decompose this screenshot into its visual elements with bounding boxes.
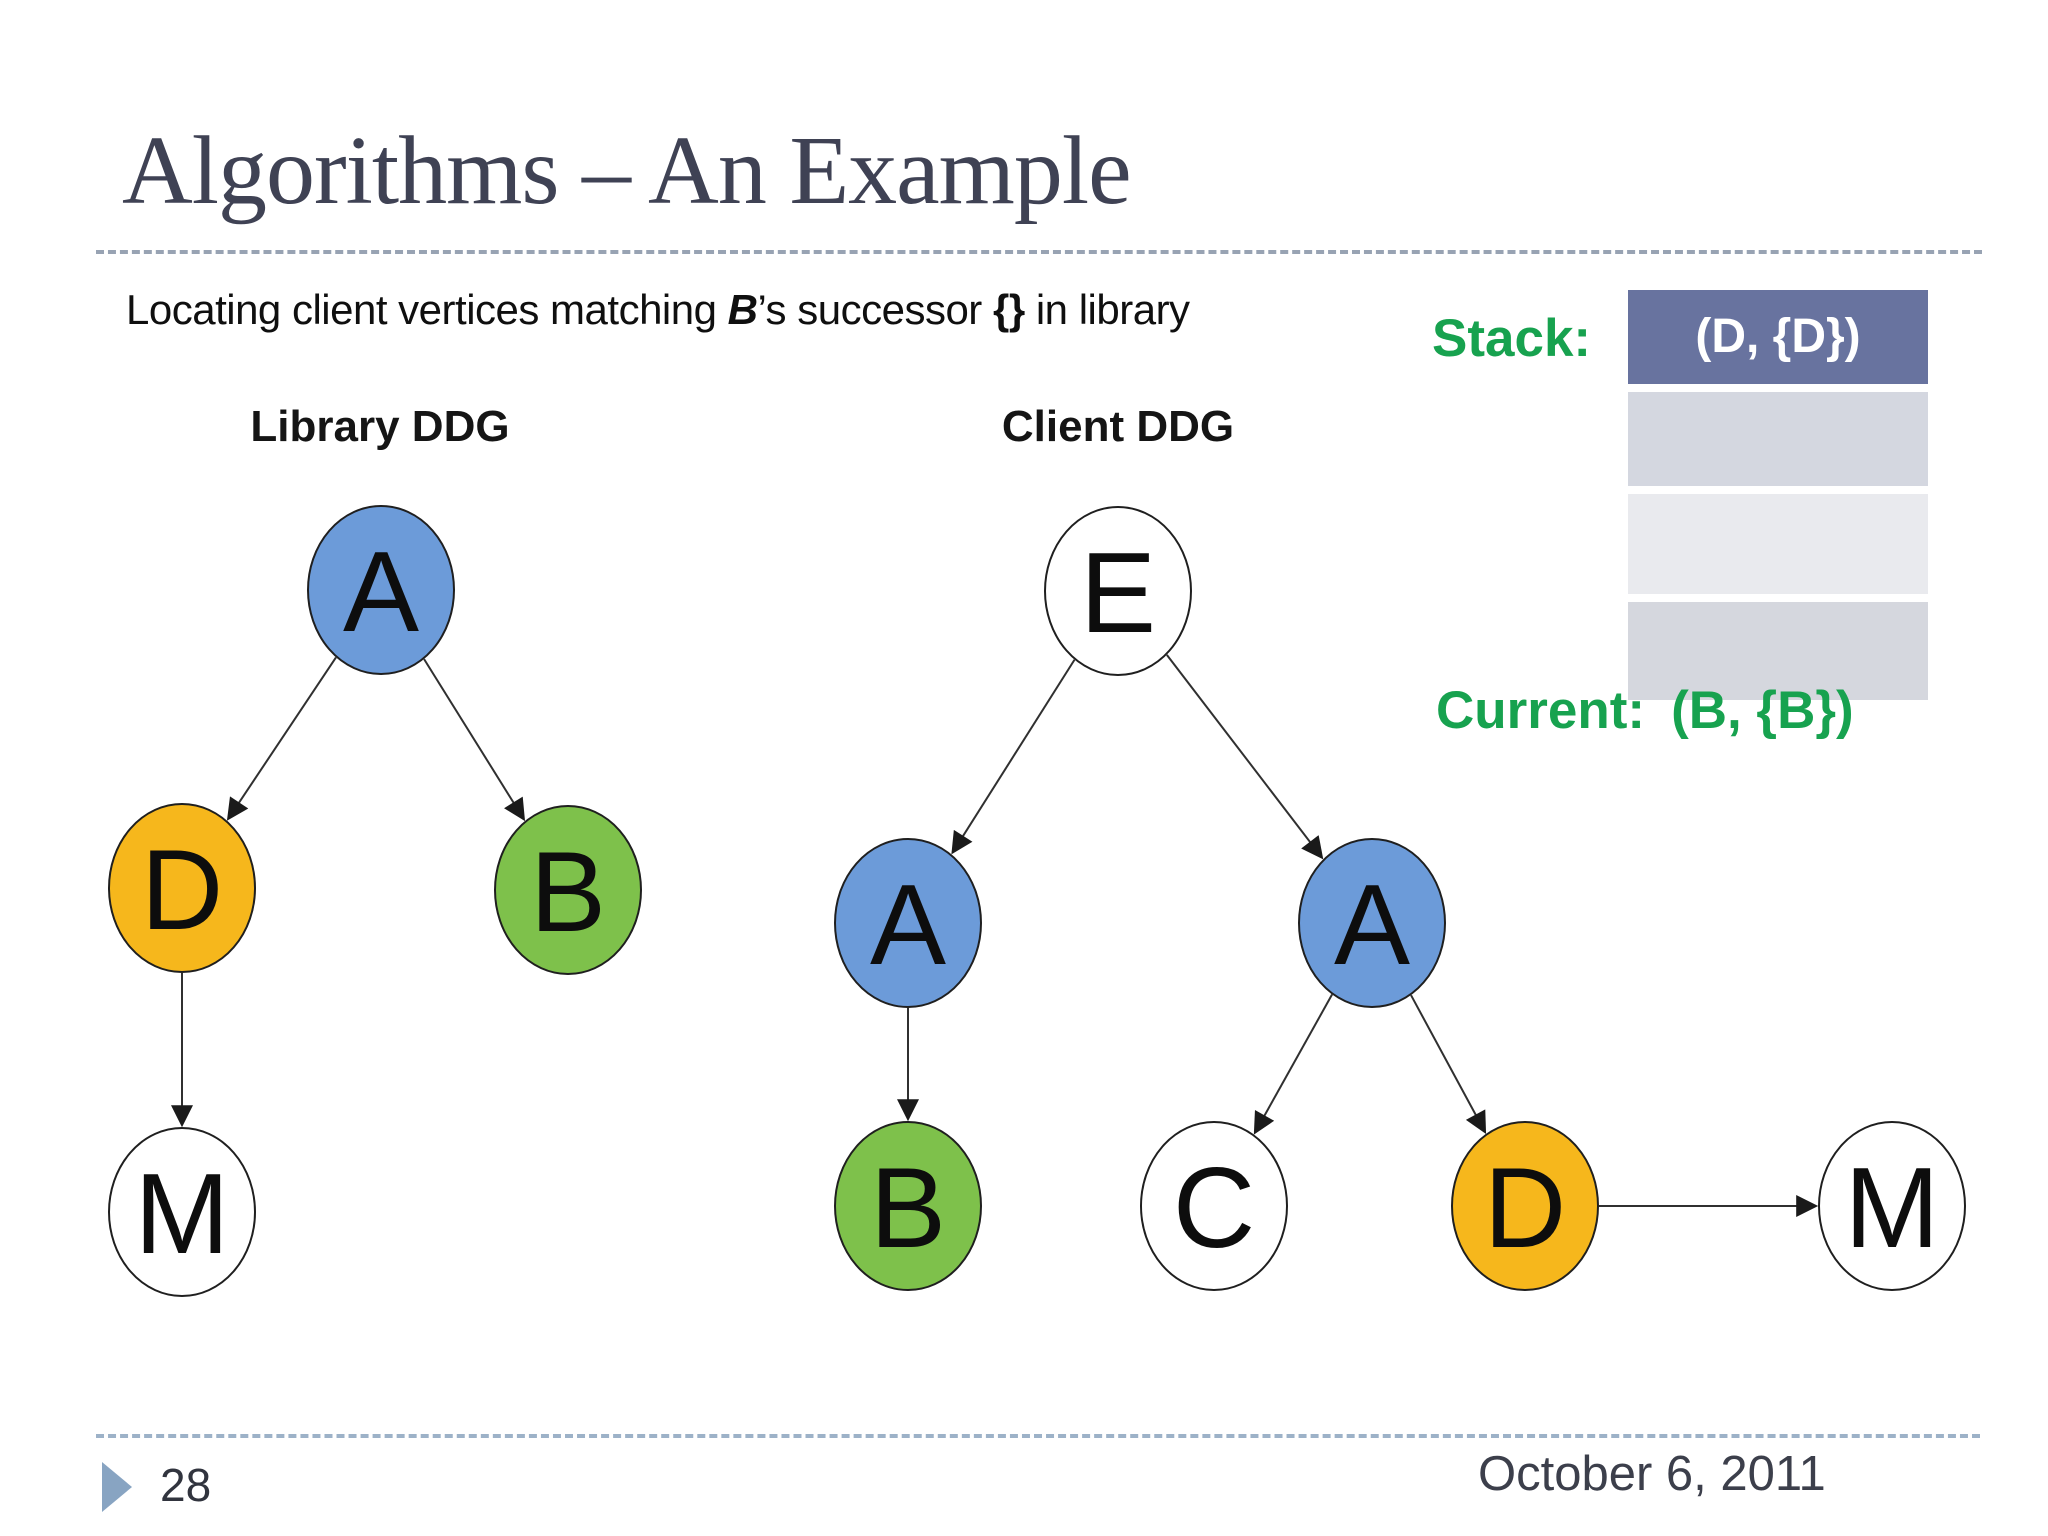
stack-empty-slot	[1628, 494, 1928, 594]
stack-empty-slot	[1628, 392, 1928, 486]
node-circle-C	[1140, 1121, 1288, 1291]
edge-library-ddg-A-B	[423, 658, 526, 822]
node-library-ddg-A: A	[307, 505, 455, 675]
node-library-ddg-B: B	[494, 805, 642, 975]
node-circle-D	[1451, 1121, 1599, 1291]
node-circle-A	[834, 838, 982, 1008]
node-label: A	[343, 529, 419, 656]
node-client-ddg-E: E	[1044, 506, 1192, 676]
footer-date: October 6, 2011	[1478, 1447, 1826, 1501]
subtitle-segment: B	[727, 286, 758, 333]
edge-client-ddg-E-A2	[1166, 654, 1324, 860]
node-client-ddg-M: M	[1818, 1121, 1966, 1291]
stack-empty-slot	[1628, 602, 1928, 700]
node-client-ddg-B: B	[834, 1121, 982, 1291]
node-label: M	[1845, 1145, 1940, 1272]
slide-title: Algorithms – An Example	[122, 117, 1132, 225]
node-label: C	[1173, 1145, 1255, 1272]
edge-library-ddg-A-D	[226, 656, 337, 821]
stack-label: Stack:	[1432, 309, 1592, 368]
page-number: 28	[160, 1459, 212, 1511]
title-divider	[96, 250, 1982, 254]
subtitle-segment: {}	[992, 286, 1025, 333]
node-label: E	[1080, 530, 1156, 657]
node-client-ddg-A2: A	[1298, 838, 1446, 1008]
library-ddg-title: Library DDG	[250, 402, 510, 451]
node-label: B	[870, 1145, 946, 1272]
node-circle-B	[494, 805, 642, 975]
node-label: D	[141, 827, 223, 954]
subtitle-segment: in library	[1024, 286, 1190, 333]
current-label: Current:	[1436, 681, 1646, 740]
node-label: B	[530, 829, 606, 956]
node-circle-A	[307, 505, 455, 675]
stack-top-entry: (D, {D})	[1628, 290, 1928, 384]
edge-client-ddg-A2-D	[1410, 994, 1487, 1134]
node-label: A	[1334, 862, 1410, 989]
node-circle-E	[1044, 506, 1192, 676]
node-label: D	[1484, 1145, 1566, 1272]
node-client-ddg-D: D	[1451, 1121, 1599, 1291]
node-label: M	[135, 1151, 230, 1278]
edge-client-ddg-E-A1	[951, 659, 1076, 855]
node-library-ddg-D: D	[108, 803, 256, 973]
node-client-ddg-A1: A	[834, 838, 982, 1008]
footer-divider	[96, 1434, 1980, 1438]
node-circle-D	[108, 803, 256, 973]
node-client-ddg-C: C	[1140, 1121, 1288, 1291]
footer-bullet-triangle-icon	[102, 1462, 132, 1512]
subtitle: Locating client vertices matching B’s su…	[126, 286, 1190, 334]
subtitle-segment: ’s successor	[757, 286, 993, 333]
node-label: A	[870, 862, 946, 989]
subtitle-segment: Locating client vertices matching	[126, 286, 728, 333]
edge-client-ddg-A2-C	[1253, 994, 1333, 1135]
node-circle-M	[108, 1127, 256, 1297]
node-circle-A	[1298, 838, 1446, 1008]
node-library-ddg-M: M	[108, 1127, 256, 1297]
node-circle-B	[834, 1121, 982, 1291]
current-line: Current: (B, {B})	[1436, 680, 1854, 741]
client-ddg-title: Client DDG	[1001, 402, 1235, 451]
node-circle-M	[1818, 1121, 1966, 1291]
current-value: (B, {B})	[1671, 681, 1854, 740]
stack-table: (D, {D})	[1628, 290, 1928, 708]
